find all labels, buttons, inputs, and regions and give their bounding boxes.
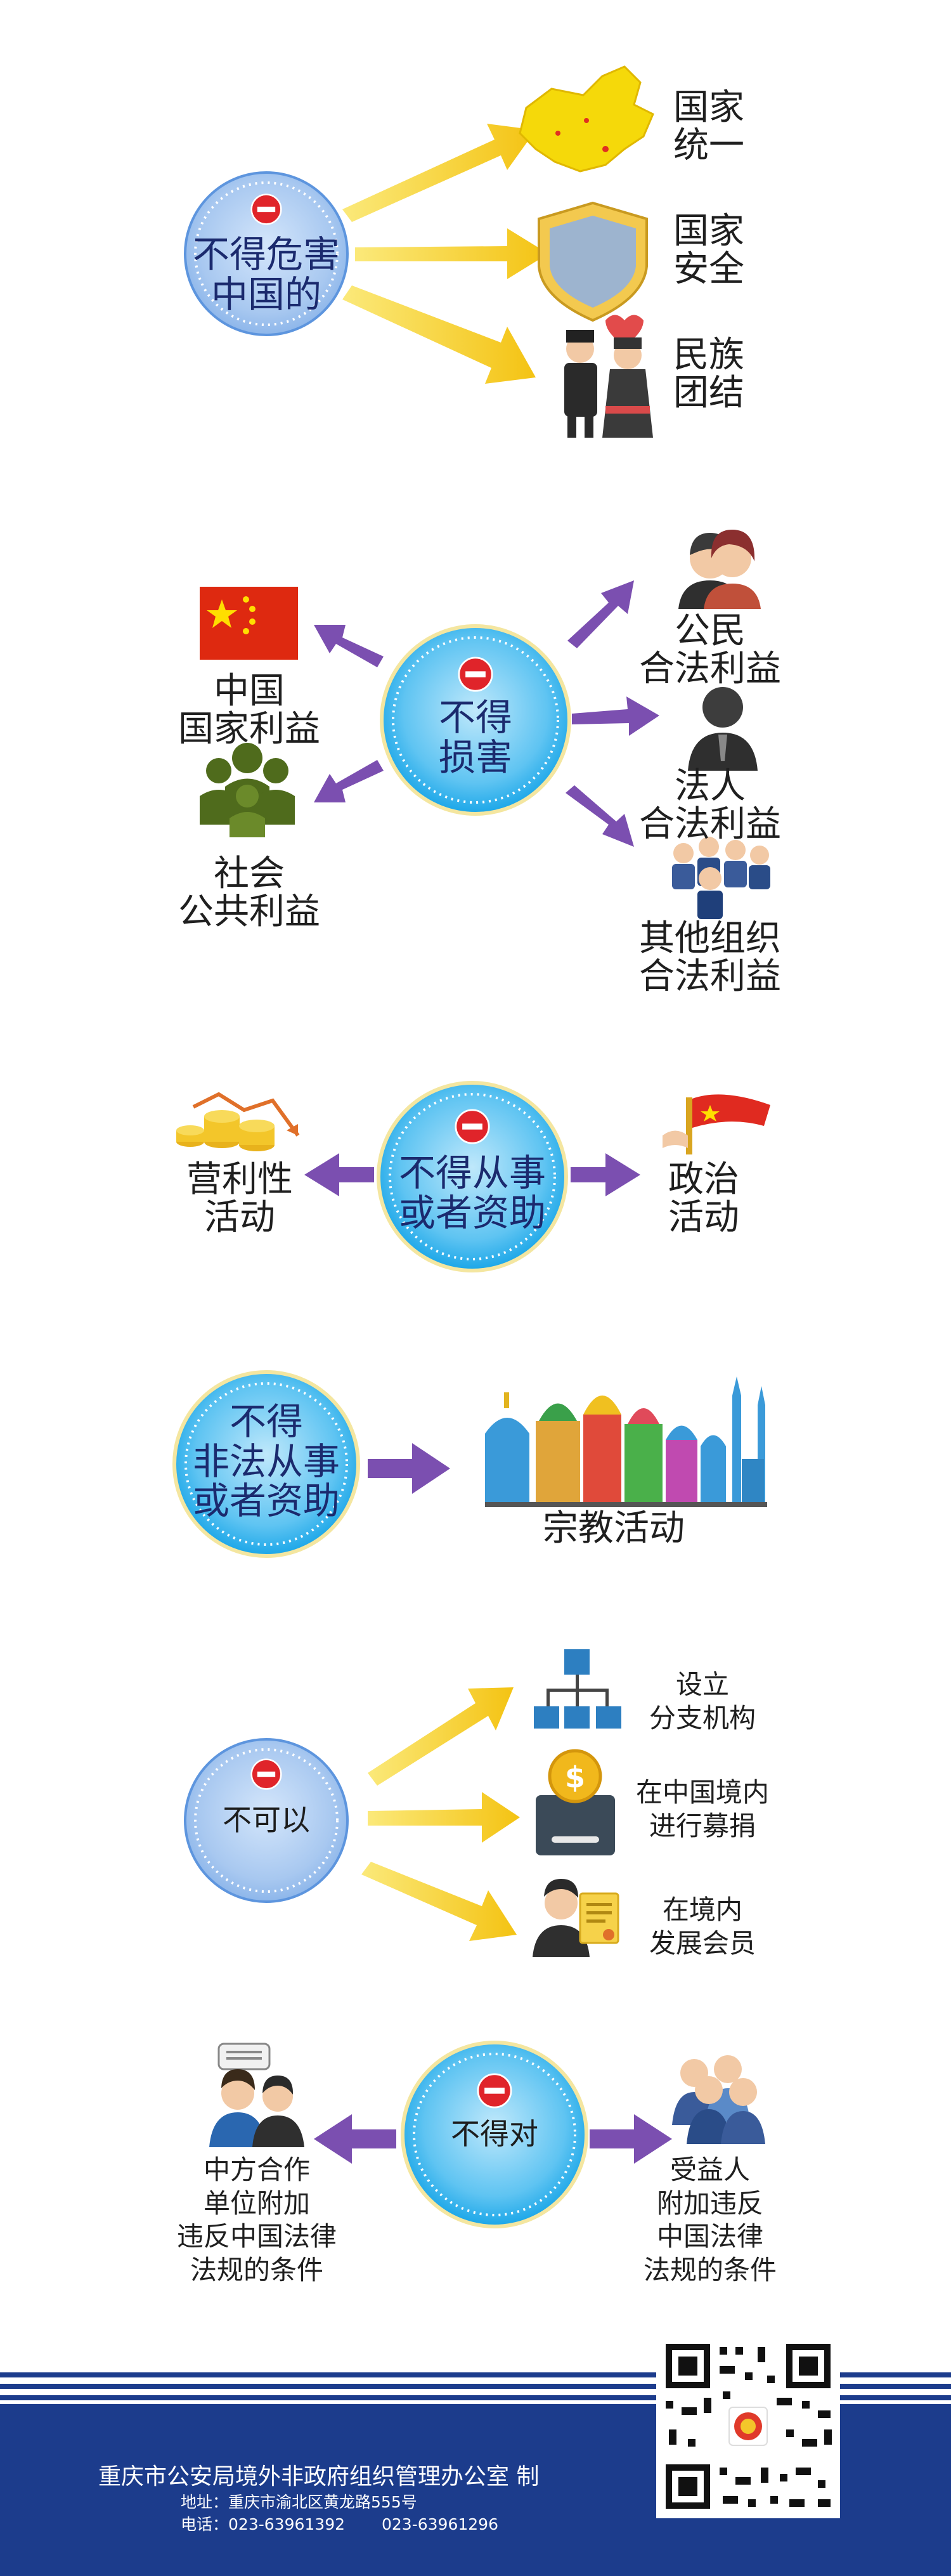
party-flag-icon: [663, 1094, 770, 1154]
target-label-other-orgs: 其他组织合法利益: [639, 918, 781, 998]
center-circle: [184, 1738, 349, 1903]
partners-icon: [209, 2043, 304, 2147]
section-4: [172, 1370, 767, 1558]
target-label-religious: 宗教活动: [543, 1508, 685, 1549]
target-label-partners: 中方合作单位附加违反中国法律法规的条件: [176, 2154, 337, 2285]
target-label-security: 国家安全: [673, 211, 744, 291]
crowd-icon: [200, 743, 295, 837]
org-chart-icon: [534, 1649, 621, 1729]
yellow-arrow: [342, 124, 536, 222]
target-label-members: 在境内发展会员: [649, 1894, 756, 1959]
center-label-4: 不得非法从事或者资助: [192, 1400, 340, 1523]
no-entry-icon: [250, 1758, 282, 1790]
center-circle: [184, 171, 349, 336]
section-6: [209, 2041, 765, 2228]
section-1: [184, 65, 654, 438]
target-label-branch: 设立分支机构: [649, 1669, 756, 1734]
no-entry-icon: [250, 193, 282, 225]
no-entry-icon: [477, 2073, 512, 2109]
purple-arrow: [571, 1153, 640, 1196]
purple-arrow: [572, 696, 659, 736]
target-label-ethnic-unity: 民族团结: [673, 334, 744, 414]
china-map-icon: [519, 65, 654, 173]
center-circle: [172, 1370, 360, 1558]
footer-phone: 电话：023-63961392 023-63961296: [181, 2512, 535, 2535]
center-label-2: 不得损害: [438, 696, 513, 779]
center-circle: [377, 1081, 568, 1272]
yellow-arrow: [368, 1687, 514, 1786]
phone-number-1[interactable]: 023-63961392: [228, 2515, 345, 2534]
purple-arrow: [314, 2114, 396, 2164]
target-label-political: 政治活动: [668, 1159, 739, 1239]
coins-chart-icon: [176, 1092, 300, 1151]
purple-arrow: [566, 785, 634, 847]
purple-arrow: [314, 760, 384, 802]
footer-address: 地址：重庆市渝北区黄龙路555号: [181, 2493, 417, 2511]
no-entry-icon: [458, 657, 493, 692]
shield-icon: [538, 201, 648, 322]
target-label-unification: 国家统一: [673, 87, 744, 167]
section-2: [200, 530, 770, 919]
target-label-public-interest: 社会公共利益: [178, 853, 320, 933]
purple-arrow: [590, 2114, 672, 2164]
center-label-3: 不得从事或者资助: [398, 1151, 547, 1234]
phone-number-2[interactable]: 023-63961296: [382, 2515, 498, 2534]
target-label-citizens: 公民合法利益: [639, 610, 781, 690]
center-circle: [380, 624, 571, 816]
member-certificate-icon: [533, 1879, 619, 1957]
target-label-fundraising: 在中国境内进行募捐: [635, 1777, 770, 1841]
team-icon: [672, 837, 770, 919]
center-label-1: 不得危害中国的: [192, 233, 340, 316]
religious-buildings-icon: [485, 1376, 767, 1507]
no-entry-icon: [455, 1109, 490, 1144]
china-flag-icon: [200, 587, 298, 660]
center-label-5: 不可以: [223, 1803, 310, 1837]
purple-arrow: [368, 1443, 450, 1494]
yellow-arrow: [361, 1862, 517, 1941]
purple-arrow: [567, 580, 634, 648]
citizens-icon: [678, 530, 761, 609]
section-5: $: [184, 1649, 621, 1957]
ethnic-couple-icon: [564, 315, 653, 438]
yellow-arrow: [368, 1792, 520, 1843]
footer-stripe: [0, 2372, 951, 2377]
target-label-national-interest: 中国国家利益: [178, 670, 320, 750]
target-label-legal-persons: 法人合法利益: [639, 766, 781, 846]
target-label-profit: 营利性活动: [186, 1159, 293, 1239]
yellow-arrow: [355, 228, 548, 279]
footer-stripe: [0, 2384, 951, 2389]
donation-box-icon: $: [536, 1749, 615, 1855]
purple-arrow: [314, 625, 384, 667]
center-circle: [401, 2041, 588, 2228]
yellow-arrow: [342, 285, 536, 384]
section-3: [176, 1081, 770, 1272]
businessman-icon: [688, 687, 758, 771]
target-label-beneficiaries: 受益人附加违反中国法律法规的条件: [643, 2154, 777, 2285]
purple-arrow: [304, 1153, 374, 1196]
center-label-6: 不得对: [451, 2117, 538, 2151]
phone-label: 电话：: [181, 2515, 229, 2534]
footer-stripe: [0, 2395, 951, 2400]
footer-title: 重庆市公安局境外非政府组织管理办公室 制: [98, 2464, 540, 2490]
svg-text:$: $: [565, 1760, 585, 1795]
beneficiaries-icon: [672, 2055, 765, 2144]
